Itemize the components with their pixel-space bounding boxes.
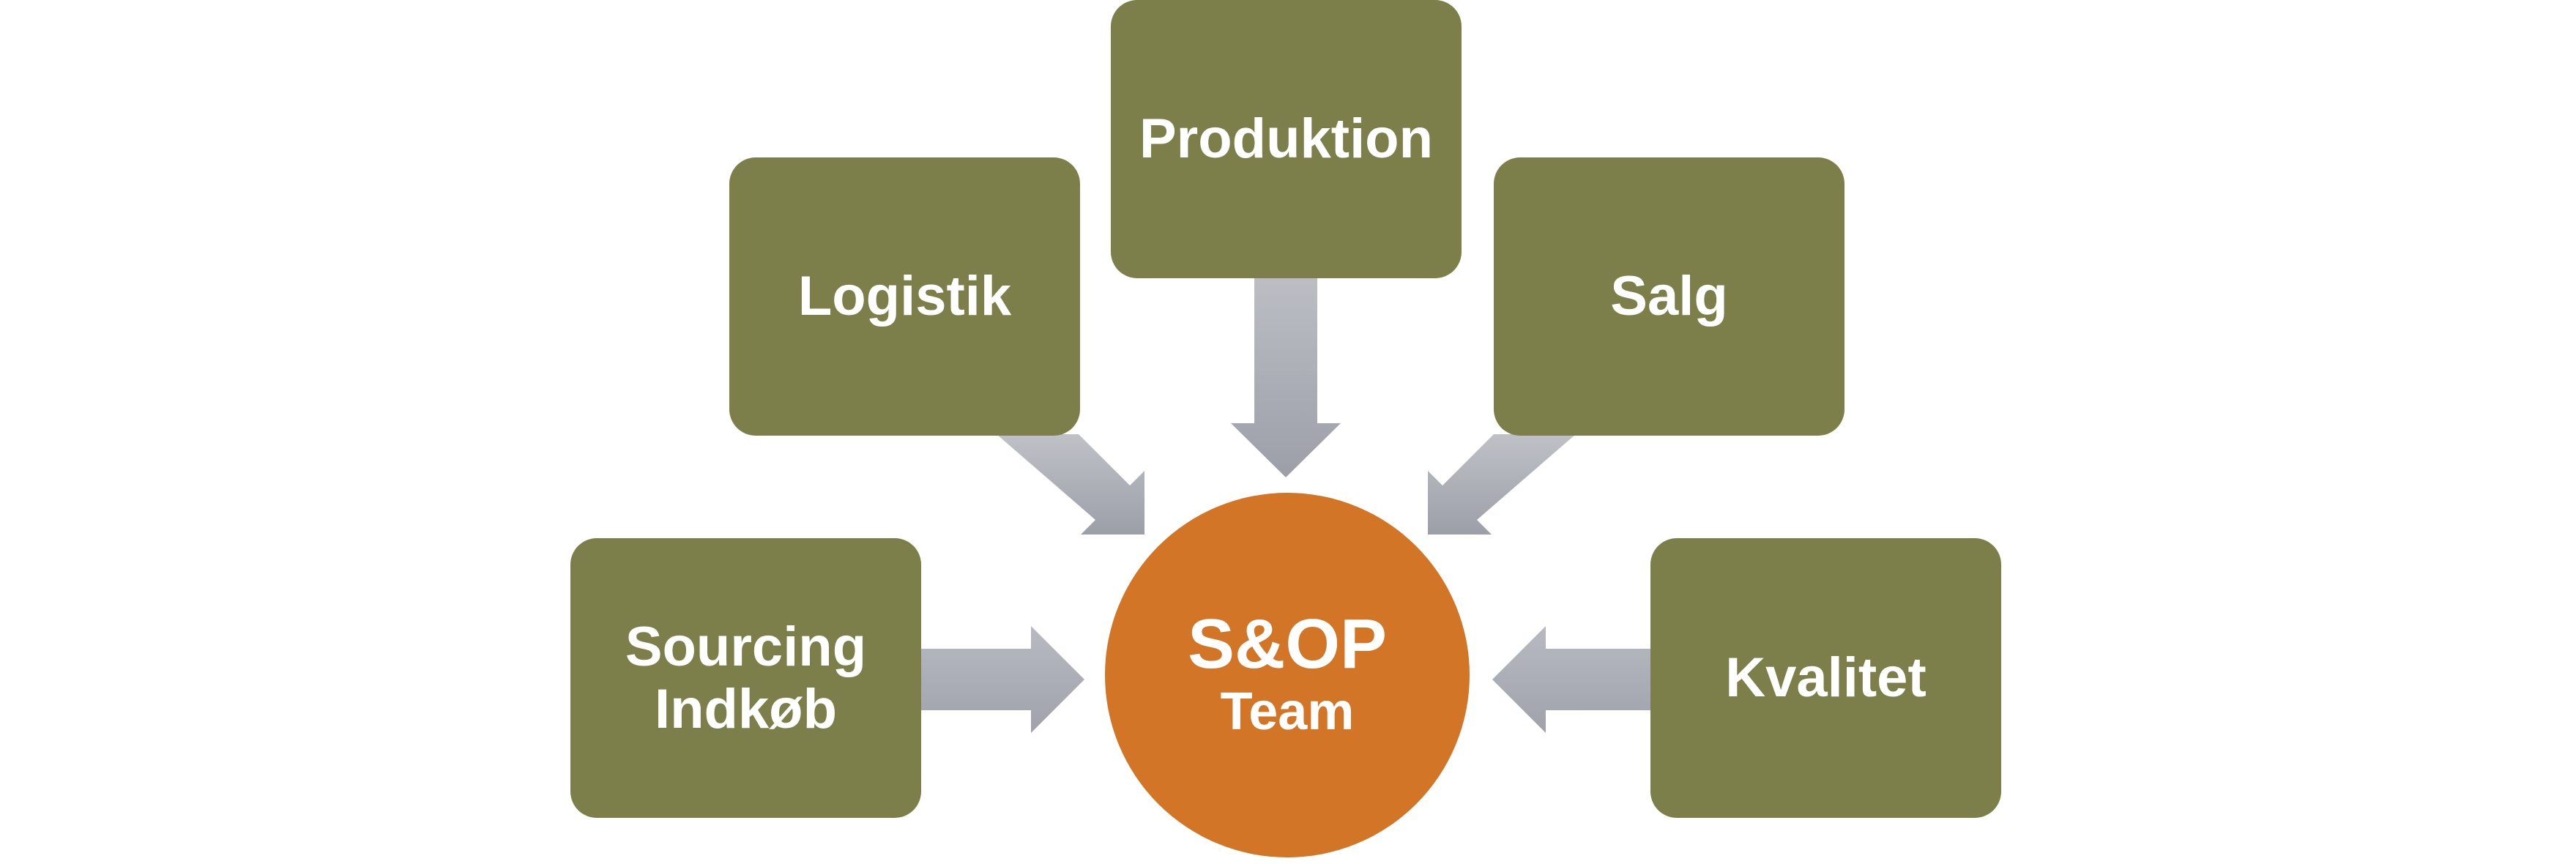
arrow-sourcing-to-center <box>915 626 1084 733</box>
node-kvalitet-label: Kvalitet <box>1725 647 1927 710</box>
node-produktion: Produktion <box>1111 0 1462 278</box>
node-salg: Salg <box>1494 157 1844 436</box>
arrow-logistik-to-center <box>997 434 1144 535</box>
node-kvalitet: Kvalitet <box>1650 538 2001 818</box>
center-sop-team: S&OP Team <box>1105 493 1470 857</box>
arrow-kvalitet-to-center <box>1492 626 1656 733</box>
node-logistik-label: Logistik <box>797 265 1012 328</box>
node-sourcing-label: Sourcing <box>625 615 867 678</box>
node-salg-label: Salg <box>1610 265 1728 328</box>
arrow-salg-to-center <box>1428 434 1576 535</box>
node-indkob-label: Indkøb <box>654 678 838 740</box>
node-produktion-label: Produktion <box>1139 108 1434 171</box>
center-title: S&OP <box>1187 605 1388 684</box>
center-subtitle: Team <box>1220 682 1355 741</box>
node-sourcing-indkob: Sourcing Indkøb <box>570 538 921 818</box>
node-logistik: Logistik <box>729 157 1080 436</box>
arrow-produktion-to-center <box>1231 256 1341 477</box>
